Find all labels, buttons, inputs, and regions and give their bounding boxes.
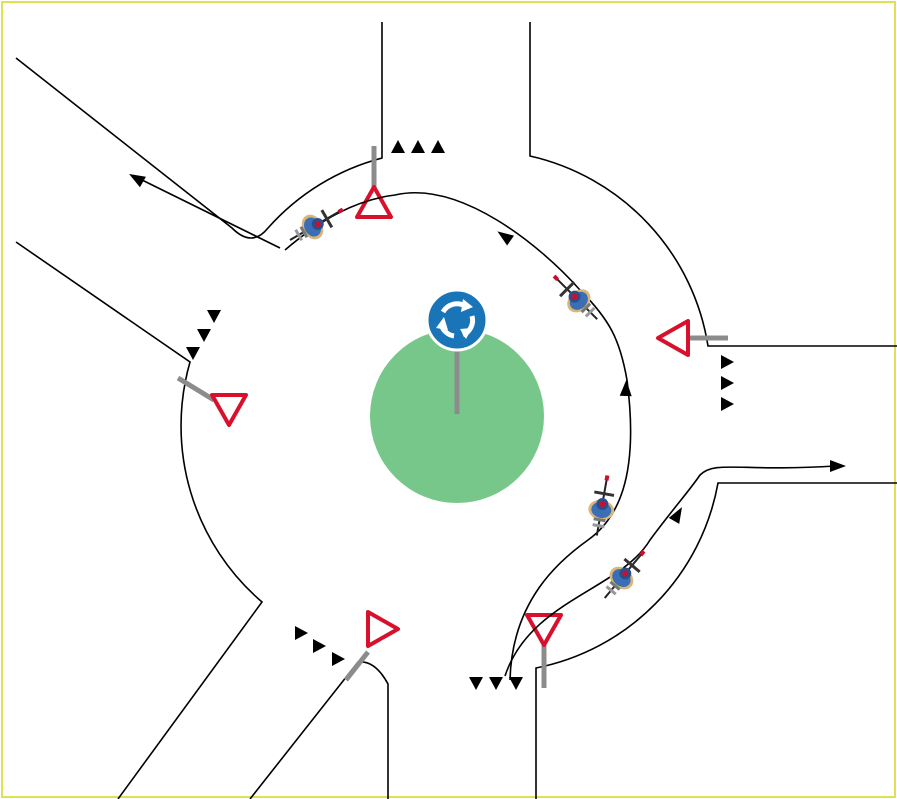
road-edges — [15, 22, 897, 799]
path-exit-north-west — [137, 177, 281, 249]
path-through-roundabout — [284, 192, 632, 681]
post-south-west — [344, 650, 370, 682]
post-west — [176, 375, 216, 403]
road-edge-south-east — [535, 482, 897, 799]
roundabout-mandatory-sign-icon — [425, 288, 489, 352]
road-edge-west — [15, 241, 264, 799]
arrow-icon-approach-east — [668, 507, 682, 524]
arrow-icon-ring-east — [619, 380, 632, 397]
arrow-icon-exit-east — [830, 460, 846, 472]
central-island — [370, 329, 544, 503]
road-edge-north-east — [529, 22, 897, 347]
road-edge-north-west — [15, 22, 383, 239]
arrow-icon-exit-nw — [129, 174, 146, 188]
arrow-icon-ring-north — [497, 231, 514, 246]
direction-arrows — [129, 174, 846, 524]
path-exit-east — [504, 465, 836, 677]
cyclist-paths — [137, 177, 836, 681]
